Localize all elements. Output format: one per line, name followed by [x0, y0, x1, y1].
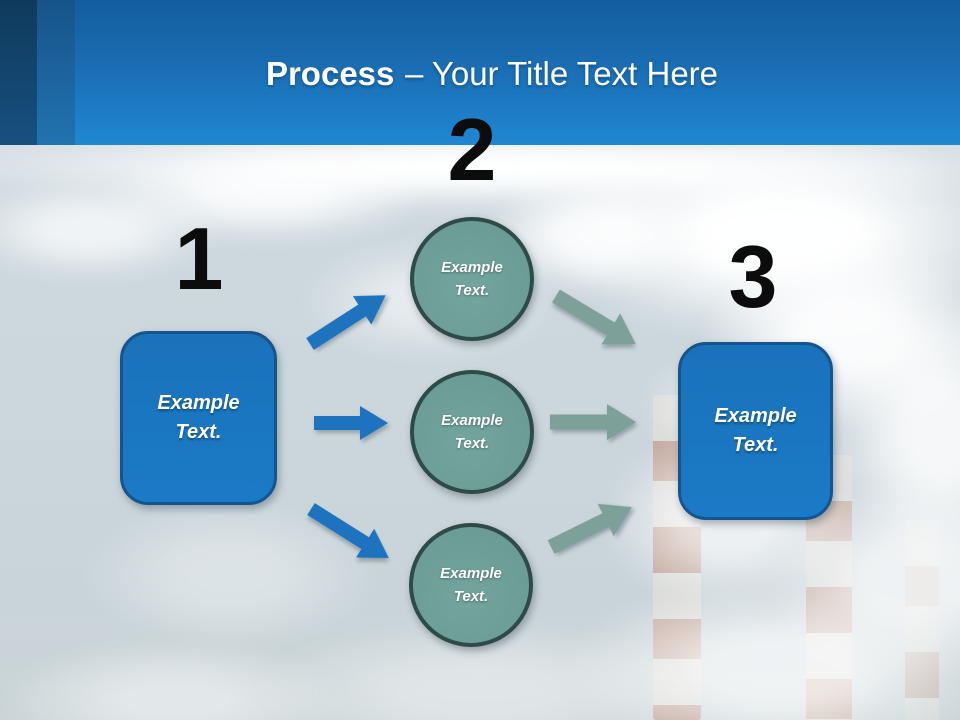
text-line: Text. [454, 282, 490, 299]
process-circle-1[interactable]: Example Text. [410, 217, 534, 341]
text-line: Text. [175, 421, 222, 443]
slide-title[interactable]: Process– Your Title Text Here [0, 52, 960, 96]
cloud [80, 500, 380, 650]
step-number-2[interactable]: 2 [447, 100, 497, 199]
text-line: Example [440, 565, 502, 582]
process-circle-1-text: Example Text. [441, 256, 503, 302]
process-circle-2[interactable]: Example Text. [410, 370, 534, 494]
step-number-1[interactable]: 1 [174, 209, 224, 308]
process-circle-3[interactable]: Example Text. [409, 523, 533, 647]
process-box-step1-text: Example Text. [157, 389, 239, 447]
process-box-step3-text: Example Text. [714, 402, 796, 460]
accent-strip-mid [37, 0, 75, 145]
text-line: Example [714, 405, 797, 427]
title-bar: Process– Your Title Text Here [0, 0, 960, 145]
text-line: Text. [454, 435, 490, 452]
title-text: – Your Title Text Here [404, 55, 719, 92]
step-number-3[interactable]: 3 [728, 227, 778, 326]
text-line: Text. [732, 434, 779, 456]
process-circle-2-text: Example Text. [441, 409, 503, 455]
text-line: Example [157, 392, 240, 414]
process-circle-3-text: Example Text. [440, 562, 502, 608]
text-line: Example [441, 412, 503, 429]
cloud [0, 180, 220, 280]
title-emphasis: Process [265, 55, 395, 92]
accent-strip-dark [0, 0, 37, 145]
process-box-step3[interactable]: Example Text. [678, 342, 833, 520]
text-line: Text. [453, 588, 489, 605]
process-box-step1[interactable]: Example Text. [120, 331, 277, 505]
text-line: Example [441, 259, 503, 276]
